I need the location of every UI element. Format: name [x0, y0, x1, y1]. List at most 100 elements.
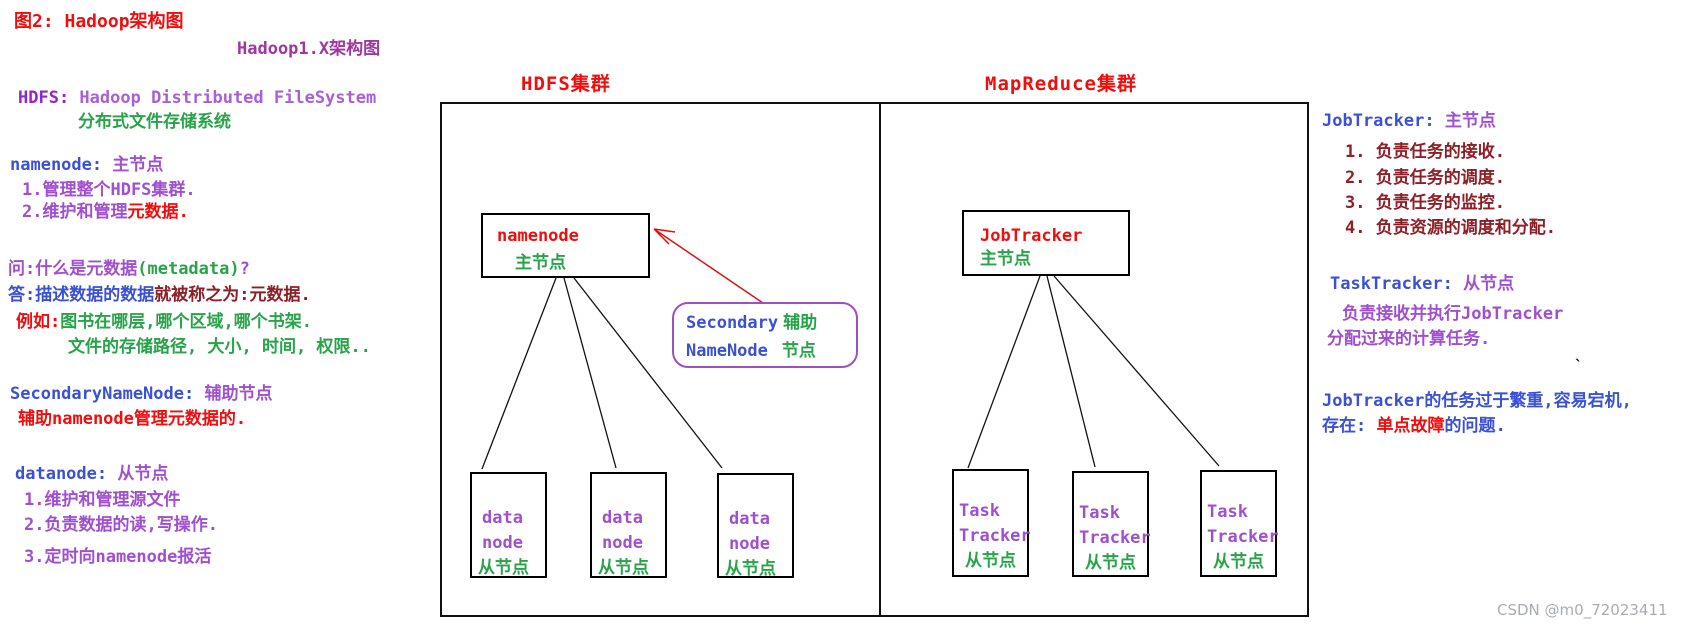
question-mark: ?	[239, 259, 250, 279]
note-namenode-item-2: 2.维护和管理元数据.	[22, 202, 189, 223]
datanode3-line2: node	[729, 534, 770, 554]
namenode-item2-prefix: 2.维护和管理	[22, 202, 128, 222]
secondary-to-namenode-arrow	[653, 228, 764, 304]
jobtracker-fan-line-1	[967, 275, 1041, 469]
namenode-box-role: 主节点	[515, 253, 566, 273]
jobtracker-box-role: 主节点	[980, 249, 1031, 269]
datanode3-line1: data	[729, 509, 770, 529]
tasktracker2-role: 从节点	[1085, 553, 1136, 573]
namenode-fan-line-2	[563, 277, 617, 469]
jobtracker-fan-line-2	[1046, 275, 1096, 468]
tasktracker3-line2: Tracker	[1207, 527, 1279, 547]
note-metadata-example: 例如:图书在哪层,哪个区域,哪个书架.	[16, 312, 312, 333]
jobtracker-fan-line-3	[1053, 275, 1220, 467]
secondary-en-1: Secondary	[686, 313, 779, 333]
tasktracker1-line2: Tracker	[959, 526, 1031, 546]
tasktracker3-line1: Task	[1207, 502, 1248, 522]
note-metadata-question: 问:什么是元数据(metadata)?	[8, 259, 250, 280]
note-metadata-answer: 答:描述数据的数据就被称之为:元数据.	[8, 285, 311, 306]
hdfs-cluster-title: HDFS集群	[521, 73, 611, 95]
datanode3-role: 从节点	[725, 559, 776, 579]
namenode-item2-metadata: 元数据.	[127, 202, 189, 222]
hdfs-definition-text: Hadoop Distributed FileSystem	[69, 88, 377, 108]
snn-label: SecondaryNameNode:	[10, 384, 195, 404]
note-datanode-item-3: 3.定时向namenode报活	[24, 547, 212, 567]
answer-prefix: 答:描述数据的数据	[8, 285, 155, 305]
question-prefix: 问:什么是元数据	[8, 259, 138, 279]
note-jobtracker-item-2: 2. 负责任务的调度.	[1345, 168, 1505, 188]
namenode-role: 主节点	[102, 155, 164, 175]
datanode-label: datanode:	[15, 464, 108, 484]
tasktracker-role: 从节点	[1452, 274, 1515, 294]
note-datanode-item-1: 1.维护和管理源文件	[24, 490, 181, 510]
tasktracker-box-2: Task Tracker 从节点	[1072, 471, 1151, 577]
example-label: 例如:	[16, 312, 61, 332]
datanode2-role: 从节点	[598, 558, 649, 578]
tasktracker2-line1: Task	[1079, 503, 1120, 523]
secondary-bubble-line-2: NameNode 节点	[686, 337, 856, 365]
namenode-label: namenode:	[10, 155, 103, 175]
note-tasktracker-desc-2: 分配过来的计算任务.	[1327, 329, 1491, 349]
datanode-box-2: data node 从节点	[590, 472, 667, 578]
note-namenode-item-1: 1.管理整个HDFS集群.	[22, 180, 196, 200]
note-hdfs-definition: HDFS: Hadoop Distributed FileSystem	[18, 88, 377, 109]
note-tasktracker-title: TaskTracker: 从节点	[1330, 274, 1515, 295]
tasktracker1-line1: Task	[959, 501, 1000, 521]
namenode-fan-line-1	[481, 277, 557, 470]
datanode2-line1: data	[602, 508, 643, 528]
namenode-box-name: namenode	[497, 226, 579, 246]
figure-title: 图2: Hadoop架构图	[14, 11, 184, 32]
datanode-box-3: data node 从节点	[717, 473, 794, 579]
mapreduce-cluster-title: MapReduce集群	[985, 73, 1137, 95]
note-jobtracker-item-4: 4. 负责资源的调度和分配.	[1345, 218, 1556, 238]
note-metadata-example-2: 文件的存储路径, 大小, 时间, 权限..	[68, 337, 371, 357]
snn-role: 辅助节点	[194, 384, 273, 404]
datanode1-line1: data	[482, 508, 523, 528]
example-text: 图书在哪层,哪个区域,哪个书架.	[60, 312, 312, 332]
datanode1-role: 从节点	[478, 558, 529, 578]
tasktracker-box-1: Task Tracker 从节点	[952, 469, 1031, 577]
warning2-prefix: 存在:	[1322, 416, 1377, 436]
cluster-outer-frame	[440, 102, 1309, 617]
tasktracker1-role: 从节点	[965, 551, 1016, 571]
namenode-fan-line-3	[573, 277, 723, 469]
csdn-watermark: CSDN @m0_72023411	[1497, 601, 1668, 619]
datanode1-line2: node	[482, 533, 523, 553]
note-jobtracker-item-1: 1. 负责任务的接收.	[1345, 142, 1505, 162]
note-namenode-title: namenode: 主节点	[10, 155, 164, 176]
datanode-box-1: data node 从节点	[470, 472, 547, 578]
jobtracker-node-box: JobTracker 主节点	[962, 210, 1130, 276]
hdfs-label: HDFS:	[18, 88, 70, 108]
note-datanode-title: datanode: 从节点	[15, 464, 169, 485]
note-jobtracker-title: JobTracker: 主节点	[1322, 111, 1496, 132]
warning2-suffix: 的问题.	[1444, 416, 1506, 436]
jobtracker-box-name: JobTracker	[980, 226, 1083, 246]
answer-suffix: 就被称之为:元数据.	[154, 285, 311, 305]
jobtracker-role: 主节点	[1434, 111, 1496, 131]
note-hdfs-definition-cn: 分布式文件存储系统	[78, 112, 231, 132]
tasktracker-label: TaskTracker:	[1330, 274, 1453, 294]
namenode-node-box: namenode 主节点	[481, 213, 650, 278]
note-jobtracker-warning-2: 存在: 单点故障的问题.	[1322, 416, 1506, 437]
note-secondarynamenode-desc: 辅助namenode管理元数据的.	[18, 409, 247, 429]
jobtracker-label: JobTracker:	[1322, 111, 1435, 131]
figure-subtitle: Hadoop1.X架构图	[237, 39, 381, 59]
secondary-cn-2: 节点	[781, 341, 816, 361]
datanode-role: 从节点	[107, 464, 169, 484]
tasktracker2-line2: Tracker	[1079, 528, 1151, 548]
warning2-spof: 单点故障	[1376, 416, 1445, 436]
secondary-cn-1: 辅助	[783, 313, 818, 333]
stray-tick-mark: `	[1574, 357, 1584, 375]
secondary-en-2: NameNode	[686, 341, 768, 361]
tasktracker-box-3: Task Tracker 从节点	[1200, 470, 1279, 577]
note-jobtracker-warning-1: JobTracker的任务过于繁重,容易宕机,	[1322, 391, 1632, 411]
note-jobtracker-item-3: 3. 负责任务的监控.	[1345, 193, 1505, 213]
tasktracker3-role: 从节点	[1213, 552, 1264, 572]
note-datanode-item-2: 2.负责数据的读,写操作.	[24, 515, 218, 535]
note-secondarynamenode-title: SecondaryNameNode: 辅助节点	[10, 384, 273, 405]
note-tasktracker-desc-1: 负责接收并执行JobTracker	[1342, 304, 1564, 324]
